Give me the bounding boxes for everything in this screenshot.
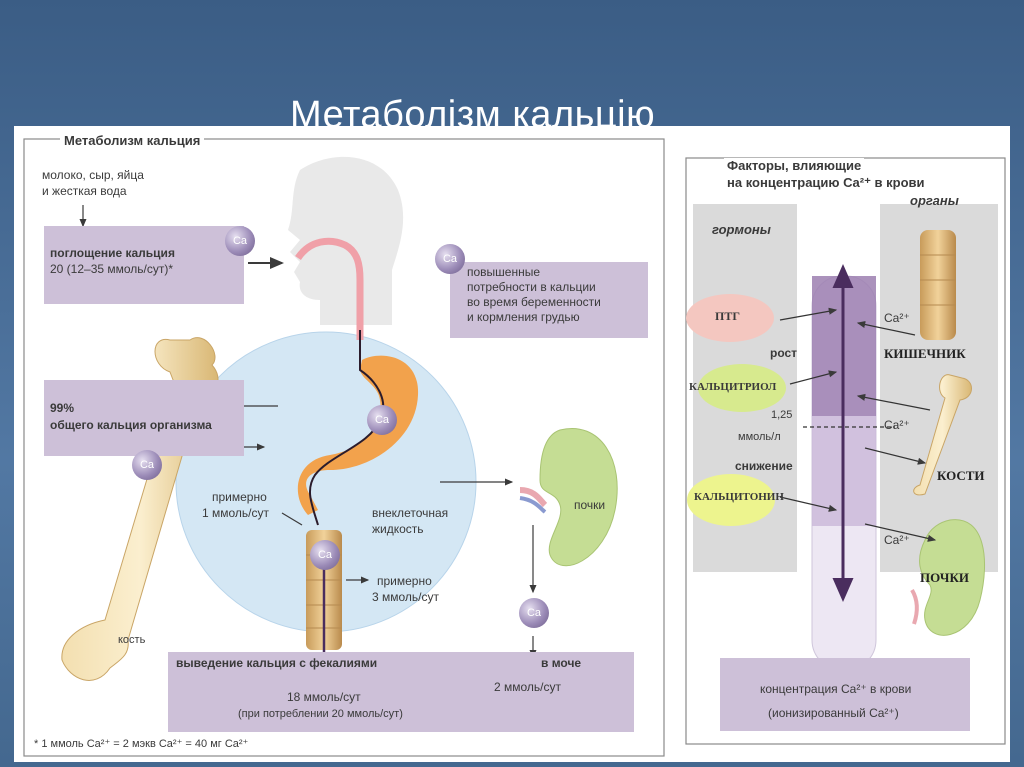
excretion-box [168,652,634,732]
food-path [308,330,385,526]
body-store-percent: 99% [50,401,75,415]
body-store-box [44,380,244,456]
organs-header: органы [910,193,959,208]
pregnancy-line4: и кормления грудью [467,310,580,324]
blood-concentration-box [720,658,970,731]
ca-marker-pregnancy: Ca [435,244,465,274]
footnote: * 1 ммоль Ca²⁺ = 2 мэкв Ca²⁺ = 40 мг Ca²… [34,738,249,750]
kidneys-label: ПОЧКИ [920,570,969,585]
ca-marker-stomach: Ca [367,405,397,435]
ecf-label-line2: жидкость [372,522,424,536]
kidney-label: почки [574,498,606,512]
pregnancy-box [450,262,648,338]
calcitriol-label: КАЛЬЦИТРИОЛ [689,381,777,393]
ca-ion-intestine: Ca²⁺ [884,311,910,325]
blood-concentration-line1: концентрация Ca²⁺ в крови [760,682,912,696]
ca-marker-bone: Ca [132,450,162,480]
right-title-line1: Факторы, влияющие [724,158,865,173]
intake-source-line1: молоко, сыр, яйца [42,168,144,182]
feces-note: (при потреблении 20 ммоль/сут) [238,708,403,720]
head-silhouette [288,156,404,325]
pregnancy-line1: повышенные [467,265,541,279]
ca-ion-bone: Ca²⁺ [884,418,910,432]
calcitriol-ellipse [698,364,786,412]
urine-value: 2 ммоль/сут [494,680,562,694]
intestine-label: КИШЕЧНИК [884,346,966,361]
kidney-left [539,428,618,567]
gut-secretion-line2: 3 ммоль/сут [372,590,440,604]
absorption-title: поглощение кальция [50,246,175,260]
stomach [297,355,419,515]
absorption-value: 20 (12–35 ммоль/сут)* [50,262,174,276]
exchange-value-line1: примерно [212,490,267,504]
left-diagram-frame [23,138,665,757]
ca-marker-intestine: Ca [310,540,340,570]
pregnancy-line3: во время беременности [467,295,601,309]
intake-source-line2: и жесткая вода [42,184,127,198]
body-store-label: общего кальция организма [50,418,212,432]
esophagus [295,237,364,340]
intestine-right [920,230,956,340]
pregnancy-line2: потребности в кальции [467,280,596,294]
pth-label: ПТГ [715,309,740,323]
ca-marker-urine: Ca [519,598,549,628]
bone-right [913,374,972,496]
bone-label: кость [118,634,146,646]
decrease-label: снижение [735,459,793,473]
left-diagram-title: Метаболизм кальция [60,133,205,148]
feces-value: 18 ммоль/сут [287,690,361,704]
kidney-right [919,519,985,636]
hormones-header: гормоны [712,222,771,237]
level-unit: ммоль/л [738,431,781,443]
rise-label: рост [770,346,798,360]
ca-marker-absorption: Ca [225,226,255,256]
bones-label: КОСТИ [937,468,985,483]
absorption-box [44,226,244,304]
calcitonin-ellipse [687,474,775,526]
calcitonin-label: КАЛЬЦИТОНИН [694,491,784,503]
right-title-line2: на концентрацию Ca²⁺ в крови [724,175,928,191]
blood-concentration-line2: (ионизированный Ca²⁺) [768,706,899,720]
level-value: 1,25 [771,409,793,421]
gut-secretion-line1: примерно [377,574,432,588]
urine-label: в моче [541,656,582,670]
ca-ion-kidney: Ca²⁺ [884,533,910,547]
exchange-value-line2: 1 ммоль/сут [202,506,270,520]
ecf-label-line1: внеклеточная [372,506,449,520]
excretion-feces-label: выведение кальция с фекалиями [176,656,378,670]
pth-ellipse [686,294,774,342]
